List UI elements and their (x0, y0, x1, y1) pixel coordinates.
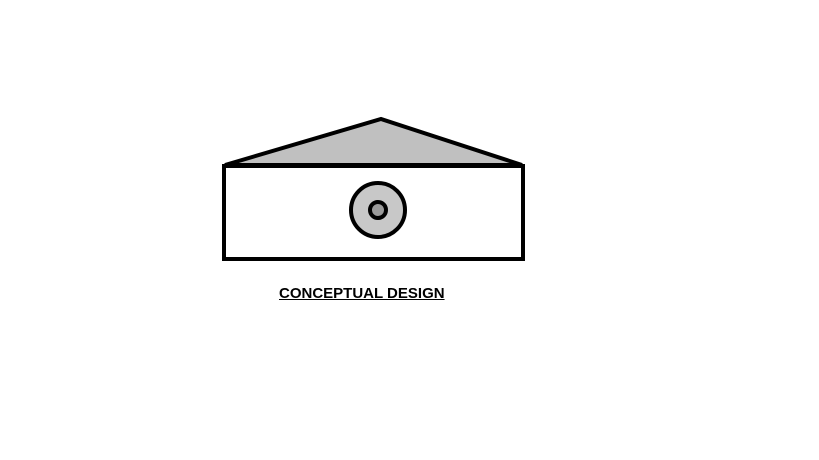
inner-circle (368, 200, 388, 220)
diagram-caption: CONCEPTUAL DESIGN (279, 285, 445, 302)
roof-triangle (224, 116, 523, 167)
